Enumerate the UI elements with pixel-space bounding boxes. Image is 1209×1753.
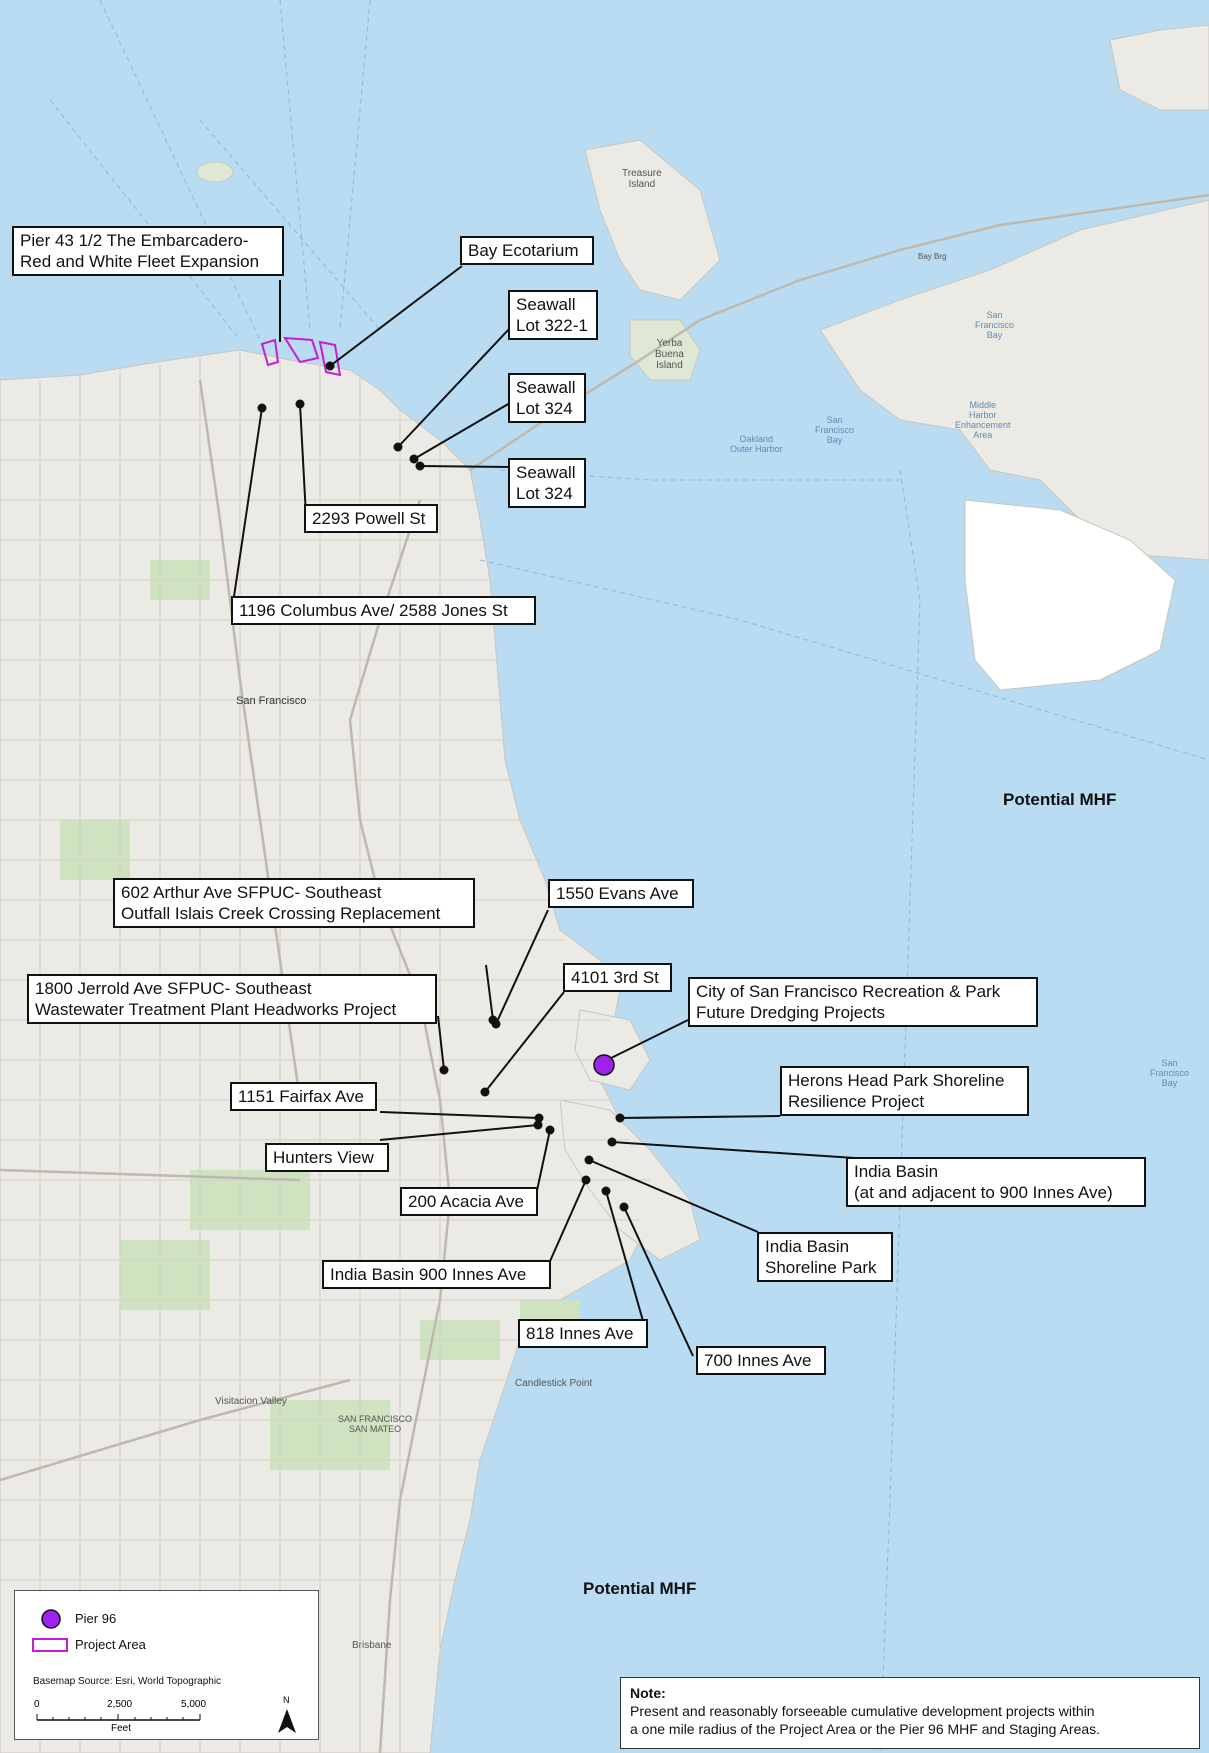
label-yerba-buena: Yerba Buena Island	[655, 338, 684, 371]
note-title: Note:	[630, 1685, 666, 1701]
callout-arthur-602: 602 Arthur Ave SFPUC- Southeast Outfall …	[113, 878, 475, 928]
legend-pier96-label: Pier 96	[75, 1611, 117, 1626]
label-candlestick-point: Candlestick Point	[515, 1378, 593, 1389]
label-san-francisco: San Francisco	[236, 695, 307, 707]
callout-india-shoreline: India Basin Shoreline Park	[757, 1232, 893, 1282]
treasure-island	[584, 139, 721, 301]
label-sf-bay-1: San Francisco Bay	[975, 310, 1015, 340]
callout-fairfax-1151: 1151 Fairfax Ave	[230, 1082, 377, 1111]
label-bay-bridge: Bay Brg	[918, 252, 947, 261]
callout-third-4101: 4101 3rd St	[563, 963, 672, 992]
note-body: Present and reasonably forseeable cumula…	[630, 1703, 1101, 1737]
callout-rec-park: City of San Francisco Recreation & Park …	[688, 977, 1038, 1027]
callout-innes-818: 818 Innes Ave	[518, 1319, 648, 1348]
label-san-mateo: SAN FRANCISCO SAN MATEO	[338, 1414, 413, 1434]
shipping-lanes	[49, 0, 1209, 1753]
project-area-legend-icon	[32, 1638, 68, 1652]
callout-jerrold-1800: 1800 Jerrold Ave SFPUC- Southeast Wastew…	[27, 974, 437, 1024]
label-sf-bay-3: San Francisco Bay	[1150, 1058, 1190, 1088]
park	[270, 1400, 390, 1470]
scale-unit: Feet	[111, 1723, 132, 1734]
callout-seawall-324a: Seawall Lot 324	[508, 373, 586, 423]
legend: Pier 96 Project Area Basemap Source: Esr…	[14, 1590, 319, 1740]
north-arrow-icon	[278, 1709, 296, 1733]
label-visitacion-valley: Visitacion Valley	[215, 1396, 287, 1407]
north-label: N	[283, 1695, 290, 1705]
callout-india-900: India Basin 900 Innes Ave	[322, 1260, 551, 1289]
label-middle-harbor: Middle Harbor Enhancement Area	[955, 400, 1011, 440]
northeast-land	[1109, 24, 1209, 111]
callout-columbus-1196: 1196 Columbus Ave/ 2588 Jones St	[231, 596, 536, 625]
label-treasure-island: Treasure Island	[622, 168, 662, 190]
label-oakland-harbor: Oakland Outer Harbor	[730, 434, 783, 454]
scale-tick-0: 0	[34, 1699, 40, 1710]
pier96-legend-icon	[41, 1609, 61, 1629]
note-box: Note: Present and reasonably forseeable …	[620, 1677, 1200, 1749]
mhf-label-south: Potential MHF	[583, 1579, 697, 1598]
label-brisbane: Brisbane	[352, 1640, 392, 1651]
callout-seawall-324b: Seawall Lot 324	[508, 458, 586, 508]
scale-tick-2500: 2,500	[107, 1699, 133, 1710]
callout-pier43: Pier 43 1/2 The Embarcadero- Red and Whi…	[12, 226, 284, 276]
pier96-marker	[593, 1054, 615, 1076]
scale-bar	[36, 1714, 201, 1721]
callout-hunters-view: Hunters View	[265, 1143, 389, 1172]
sf-land	[0, 349, 661, 1753]
project-area	[260, 336, 342, 377]
park	[60, 820, 130, 880]
yerba-buena-island	[629, 319, 701, 381]
basemap-source: Basemap Source: Esri, World Topographic	[33, 1676, 222, 1687]
callout-evans-1550: 1550 Evans Ave	[548, 879, 694, 908]
island	[196, 161, 234, 183]
label-sf-bay-2: San Francisco Bay	[815, 415, 855, 445]
callout-innes-700: 700 Innes Ave	[696, 1346, 826, 1375]
pier96-land	[574, 1009, 651, 1091]
callout-india-basin: India Basin (at and adjacent to 900 Inne…	[846, 1157, 1146, 1207]
park	[120, 1240, 210, 1310]
legend-project-area-label: Project Area	[75, 1637, 146, 1652]
callout-seawall-322: Seawall Lot 322-1	[508, 290, 598, 340]
leader-lines	[231, 265, 856, 1357]
callout-powell-2293: 2293 Powell St	[304, 504, 438, 533]
callout-bay-ecotarium: Bay Ecotarium	[460, 236, 594, 265]
oakland-fill	[964, 499, 1176, 691]
mhf-label-north: Potential MHF	[1003, 790, 1117, 809]
callout-herons-head: Herons Head Park Shoreline Resilience Pr…	[780, 1066, 1029, 1116]
scale-tick-5000: 5,000	[181, 1699, 207, 1710]
callout-acacia-200: 200 Acacia Ave	[400, 1187, 538, 1216]
